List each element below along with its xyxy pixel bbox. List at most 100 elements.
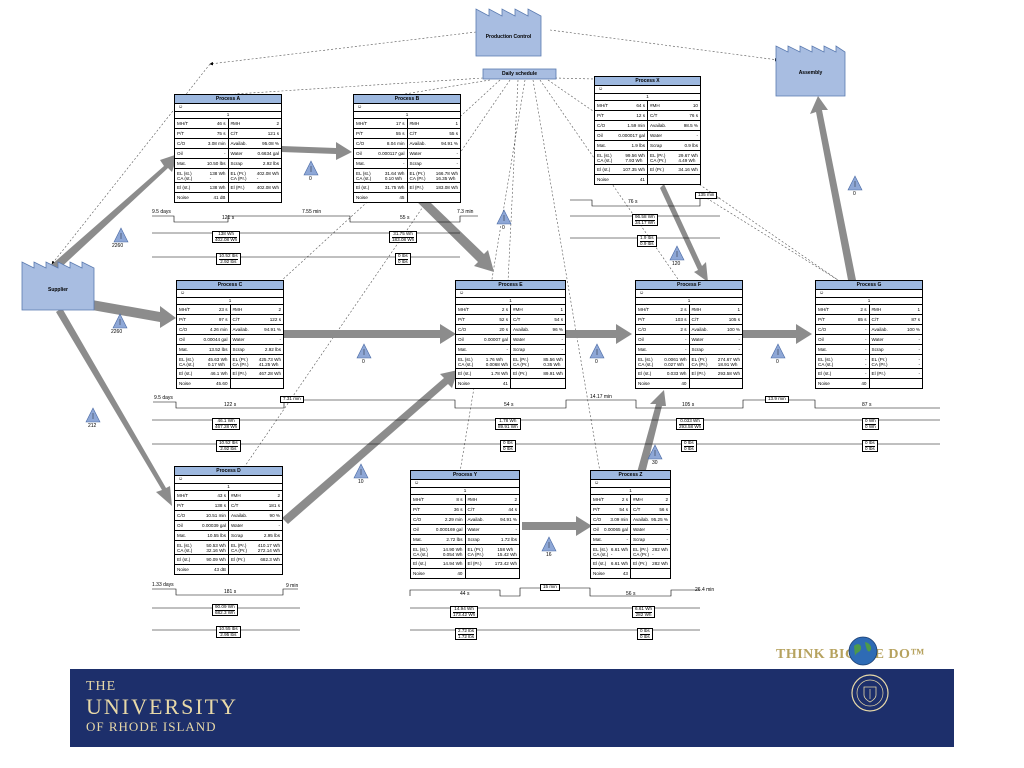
process-count: 1 bbox=[175, 112, 281, 119]
tl-mid-ct-e: 54 s bbox=[504, 402, 514, 408]
process-title: Process B bbox=[354, 95, 460, 104]
process-row: EL (st.) CA (st.)6.61 Wh -EL (Pr.) CA (P… bbox=[591, 545, 670, 559]
inv-z-f: 30 bbox=[652, 460, 658, 466]
process-row: EL (st.) CA (st.)138 Wh -EL (Pr.) CA (Pr… bbox=[175, 169, 281, 183]
tl-top-ct-a: 121 s bbox=[222, 215, 235, 221]
process-row: EL (st.) CA (st.)- -EL (Pr.) CA (Pr.)- - bbox=[816, 355, 922, 369]
process-title: Process X bbox=[595, 77, 700, 86]
operator-icon: ☺ bbox=[591, 480, 670, 488]
operator-icon: ☺ bbox=[595, 86, 700, 94]
process-count: 1 bbox=[595, 94, 700, 101]
tl-bot-days: 1.33 days bbox=[152, 582, 174, 588]
uri-logo[interactable]: THE UNIVERSITY OF RHODE ISLAND bbox=[86, 679, 238, 734]
inventory-triangle-marks bbox=[92, 166, 856, 548]
process-count: 1 bbox=[816, 298, 922, 305]
uri-logo-line1: THE bbox=[86, 679, 117, 694]
tl-mid-ct-c: 122 s bbox=[224, 402, 237, 408]
process-row: El (st.)-El (Pr.)- bbox=[816, 369, 922, 379]
university-seal-icon bbox=[851, 674, 889, 712]
inv-sup-c: 2260 bbox=[111, 329, 123, 335]
operator-icon: ☺ bbox=[177, 290, 283, 298]
inv-c-e: 0 bbox=[362, 359, 365, 365]
tl-mid-ct-g: 87 s bbox=[862, 402, 872, 408]
process-count: 1 bbox=[175, 484, 282, 491]
process-count: 1 bbox=[636, 298, 742, 305]
tl-yz-ct-z: 56 s bbox=[626, 591, 636, 597]
operator-icon: ☺ bbox=[816, 290, 922, 298]
inv-d-e: 10 bbox=[358, 479, 364, 485]
tl-x-ct: 76 s bbox=[628, 199, 638, 205]
operator-icon: ☺ bbox=[411, 480, 519, 488]
supplier-factory bbox=[21, 261, 95, 311]
process-title: Process E bbox=[456, 281, 565, 290]
operator-icon: ☺ bbox=[175, 476, 282, 484]
inv-sup-a: 2260 bbox=[112, 243, 124, 249]
tl-yz-wait: 15 min bbox=[540, 584, 560, 591]
inv-g-asm: 0 bbox=[853, 191, 856, 197]
tl-yz-ct-y: 44 s bbox=[460, 591, 470, 597]
operator-icon: ☺ bbox=[636, 290, 742, 298]
supplier-label: Supplier bbox=[47, 287, 68, 293]
assembly-factory bbox=[775, 45, 846, 97]
process-row: C/O-Availab.100 % bbox=[816, 325, 922, 335]
tl-top-ct-b: 55 s bbox=[400, 215, 410, 221]
operator-icon: ☺ bbox=[456, 290, 565, 298]
tl-bot-ct-d: 181 s bbox=[224, 589, 237, 595]
process-title: Process D bbox=[175, 467, 282, 476]
